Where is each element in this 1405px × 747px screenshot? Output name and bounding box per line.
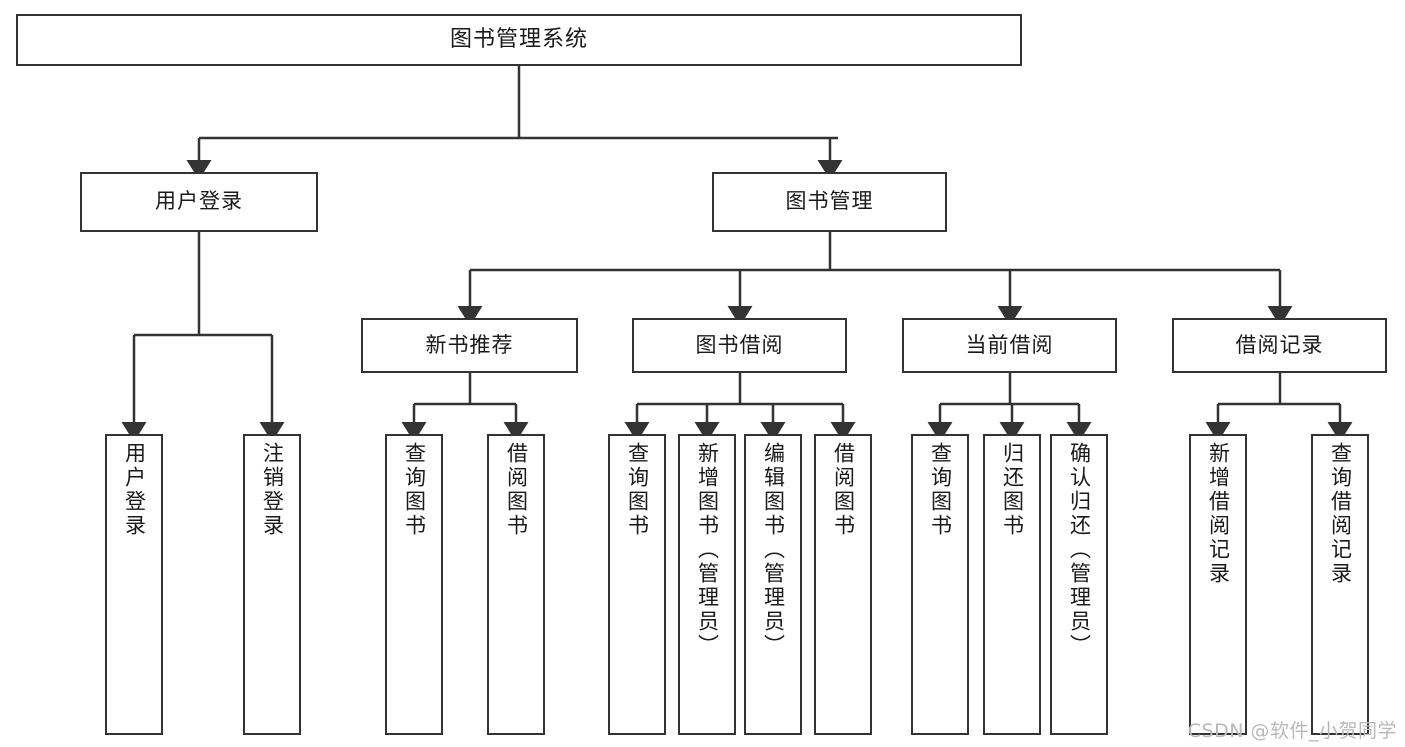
node-new-book-recommend[interactable]: 新书推荐 [361,318,578,373]
node-leaf-query-book-2-label: 查询图书 [625,442,650,538]
node-leaf-logout[interactable]: 注销登录 [243,434,301,735]
node-leaf-add-record-label: 新增借阅记录 [1206,442,1231,586]
node-leaf-borrow-book-1[interactable]: 借阅图书 [487,434,545,735]
node-leaf-borrow-book-2[interactable]: 借阅图书 [814,434,872,735]
node-book-borrow[interactable]: 图书借阅 [632,318,847,373]
node-leaf-borrow-book-1-label: 借阅图书 [504,442,529,538]
node-user-login-label: 用户登录 [155,189,243,214]
node-leaf-return-book[interactable]: 归还图书 [983,434,1041,735]
node-leaf-query-book-1-label: 查询图书 [402,442,427,538]
node-root-label: 图书管理系统 [449,26,588,52]
node-leaf-query-record-label: 查询借阅记录 [1328,442,1353,586]
node-borrow-record[interactable]: 借阅记录 [1172,318,1387,373]
node-leaf-add-book[interactable]: 新增图书（管理员） [678,434,736,735]
node-leaf-borrow-book-2-label: 借阅图书 [831,442,856,538]
node-leaf-add-record[interactable]: 新增借阅记录 [1189,434,1247,735]
node-leaf-confirm-return-label: 确认归还（管理员） [1067,442,1092,658]
node-leaf-add-book-label: 新增图书（管理员） [695,442,720,658]
node-book-manage-label: 图书管理 [785,189,874,214]
node-book-borrow-label: 图书借阅 [695,332,784,357]
node-leaf-user-login[interactable]: 用户登录 [105,434,163,735]
node-leaf-confirm-return[interactable]: 确认归还（管理员） [1050,434,1108,735]
node-leaf-query-book-2[interactable]: 查询图书 [608,434,666,735]
node-book-manage[interactable]: 图书管理 [712,172,947,232]
node-leaf-query-record[interactable]: 查询借阅记录 [1311,434,1369,735]
node-leaf-return-book-label: 归还图书 [1000,442,1025,538]
node-current-borrow-label: 当前借阅 [965,332,1054,357]
node-current-borrow[interactable]: 当前借阅 [902,318,1117,373]
node-leaf-edit-book-label: 编辑图书（管理员） [761,442,786,658]
csdn-watermark: CSDN @软件_小贺同学 [1187,720,1397,742]
node-leaf-user-login-label: 用户登录 [122,442,147,538]
node-leaf-query-book-1[interactable]: 查询图书 [385,434,443,735]
node-leaf-logout-label: 注销登录 [260,442,285,538]
node-new-book-recommend-label: 新书推荐 [425,332,514,357]
node-leaf-edit-book[interactable]: 编辑图书（管理员） [744,434,802,735]
node-root[interactable]: 图书管理系统 [16,14,1022,66]
node-leaf-query-book-3-label: 查询图书 [928,442,953,538]
node-leaf-query-book-3[interactable]: 查询图书 [911,434,969,735]
node-borrow-record-label: 借阅记录 [1235,332,1324,357]
node-user-login[interactable]: 用户登录 [80,172,318,232]
